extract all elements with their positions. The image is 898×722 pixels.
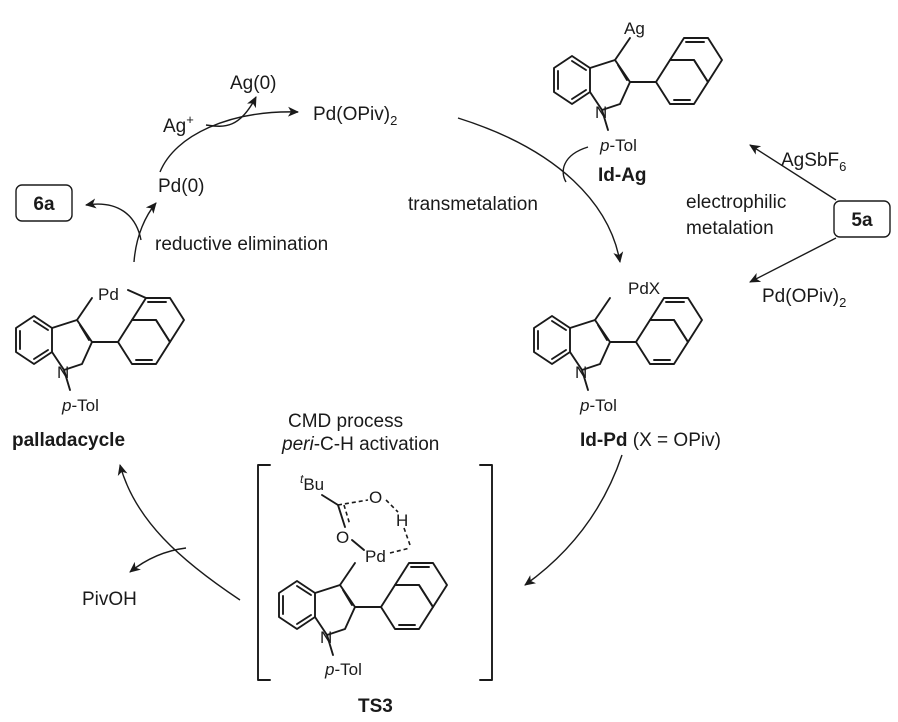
arrow-5a-to-idpd (749, 237, 837, 283)
pd-atom-ts3: Pd (365, 547, 386, 566)
arrow-idpd-to-ts3 (524, 454, 623, 586)
ptol-idpd: p-Tol (579, 396, 617, 415)
product-box (15, 184, 73, 222)
ptol-idag: p-Tol (599, 136, 637, 155)
ts3-brackets (257, 464, 493, 681)
tbu-group: tBu (300, 472, 324, 494)
agsbf6-label: AgSbF6 (781, 150, 846, 174)
arrow-to-pivoh (129, 547, 187, 573)
ts3-name: TS3 (358, 696, 393, 717)
o-atom-bottom: O (336, 528, 349, 547)
molecule-palladacycle (15, 289, 185, 391)
pd-opiv2-label: Pd(OPiv)2 (313, 104, 397, 128)
palladacycle-name: palladacycle (12, 430, 125, 451)
arrow-ag-curl (205, 96, 257, 127)
arrow-pd-to-idpd (457, 117, 624, 263)
pd-opiv2-right-label: Pd(OPiv)2 (762, 286, 846, 310)
molecule-ts3 (278, 562, 448, 656)
cmd-process-label: CMD process (288, 411, 403, 432)
peri-ch-label: peri-C-H activation (281, 434, 439, 455)
n-atom-palladacycle: N (57, 363, 69, 382)
molecule-id-pd (533, 297, 703, 391)
pd-zero-label: Pd(0) (158, 176, 204, 197)
ptol-palladacycle: p-Tol (61, 396, 99, 415)
arrow-to-6a (85, 198, 142, 241)
arrow-pd0-to-pdoac (159, 106, 299, 173)
o-atom-top: O (369, 488, 382, 507)
arrow-5a-to-idag (749, 144, 837, 201)
ag-zero-label: Ag(0) (230, 73, 276, 94)
arrow-ts3-to-palladacycle (117, 464, 241, 601)
ptol-ts3: p-Tol (324, 660, 362, 679)
molecule-id-ag (553, 37, 723, 131)
ag-atom: Ag (624, 19, 645, 38)
id-ag-name: Id-Ag (598, 165, 647, 186)
start-box (833, 200, 891, 238)
pivoh-label: PivOH (82, 589, 137, 610)
reductive-elimination-label: reductive elimination (155, 234, 328, 255)
id-pd-name: Id-Pd (X = OPiv) (580, 430, 721, 451)
arrow-palladacycle-to-pd0 (133, 202, 157, 263)
metalation-label: metalation (686, 218, 774, 239)
arrow-idag-to-idpd (562, 146, 589, 183)
ts3-cmd-bonds (321, 494, 411, 554)
h-atom: H (396, 511, 408, 530)
start-label: 5a (851, 210, 873, 231)
transmetalation-label: transmetalation (408, 194, 538, 215)
n-atom-idpd: N (575, 363, 587, 382)
pdx-atom: PdX (628, 279, 660, 298)
pd-atom-palladacycle: Pd (98, 285, 119, 304)
n-atom-idag: N (595, 103, 607, 122)
product-label: 6a (33, 194, 55, 215)
n-atom-ts3: N (320, 628, 332, 647)
electrophilic-label: electrophilic (686, 192, 786, 213)
ag-plus-label: Ag+ (163, 112, 194, 137)
